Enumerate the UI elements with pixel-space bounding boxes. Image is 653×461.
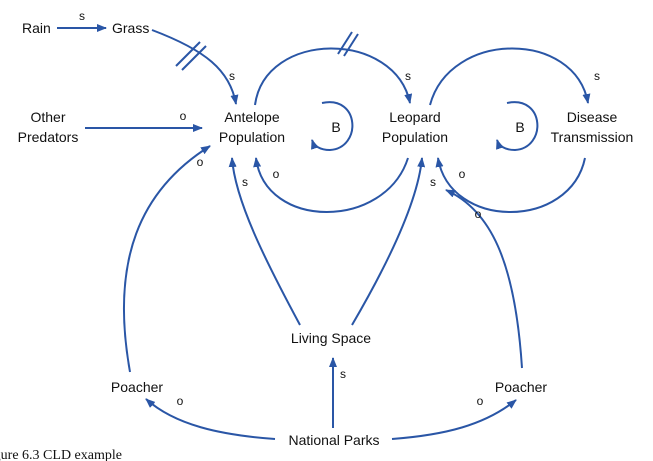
polarity-disease-leopard: o (459, 167, 466, 181)
edge-parks-poacher-left (145, 398, 276, 440)
edge-parks-poacher-right (391, 399, 517, 440)
figure-caption: Figure 6.3 CLD example (0, 448, 122, 461)
polarity-space-leopard: s (430, 175, 436, 189)
node-antelope-line2: Population (219, 129, 285, 145)
edge-grass-antelope (151, 29, 239, 105)
edge-leopard-antelope (253, 157, 409, 213)
polarity-grass-antelope: s (229, 69, 235, 83)
polarity-leopard-disease: s (594, 69, 600, 83)
polarity-parks-space: s (340, 367, 346, 381)
polarity-leopard-antelope: o (273, 167, 280, 181)
loop-b-antelope-leopard (311, 101, 354, 152)
node-poacher-right: Poacher (495, 379, 547, 395)
node-other-predators-line2: Predators (18, 129, 79, 145)
node-leopard-line2: Population (382, 129, 448, 145)
node-poacher-left: Poacher (111, 379, 163, 395)
node-disease-line1: Disease (567, 109, 618, 125)
polarity-space-antelope: s (242, 175, 248, 189)
node-disease-line2: Transmission (551, 129, 634, 145)
delay-mark-antelope-leopard (337, 31, 353, 55)
polarity-antelope-leopard: s (405, 69, 411, 83)
loop-label-antelope-leopard: B (331, 119, 340, 135)
polarity-parks-poacher-left: o (177, 394, 184, 408)
delay-mark-grass (175, 41, 201, 67)
edge-poacher-leopard (445, 189, 523, 369)
edge-space-leopard (351, 157, 426, 326)
loop-b-leopard-disease (496, 101, 539, 152)
polarity-parks-poacher-right: o (477, 394, 484, 408)
delay-mark-grass-2 (181, 45, 207, 71)
polarity-predators-antelope: o (180, 109, 187, 123)
edge-leopard-disease (429, 47, 591, 106)
polarity-poacher-antelope: o (197, 155, 204, 169)
polarity-poacher-leopard: o (475, 207, 482, 221)
edge-antelope-leopard (254, 47, 413, 106)
delay-mark-antelope-leopard-2 (343, 33, 359, 57)
polarity-rain-grass: s (79, 9, 85, 23)
loop-label-leopard-disease: B (515, 119, 524, 135)
node-living-space: Living Space (291, 330, 371, 346)
node-national-parks: National Parks (288, 432, 379, 448)
node-grass: Grass (112, 20, 149, 36)
node-antelope-line1: Antelope (224, 109, 279, 125)
edge-disease-leopard (435, 157, 586, 213)
edge-poacher-antelope (123, 145, 211, 373)
node-leopard-line1: Leopard (389, 109, 440, 125)
node-rain: Rain (22, 20, 51, 36)
edge-space-antelope (228, 157, 301, 326)
node-other-predators-line1: Other (30, 109, 65, 125)
